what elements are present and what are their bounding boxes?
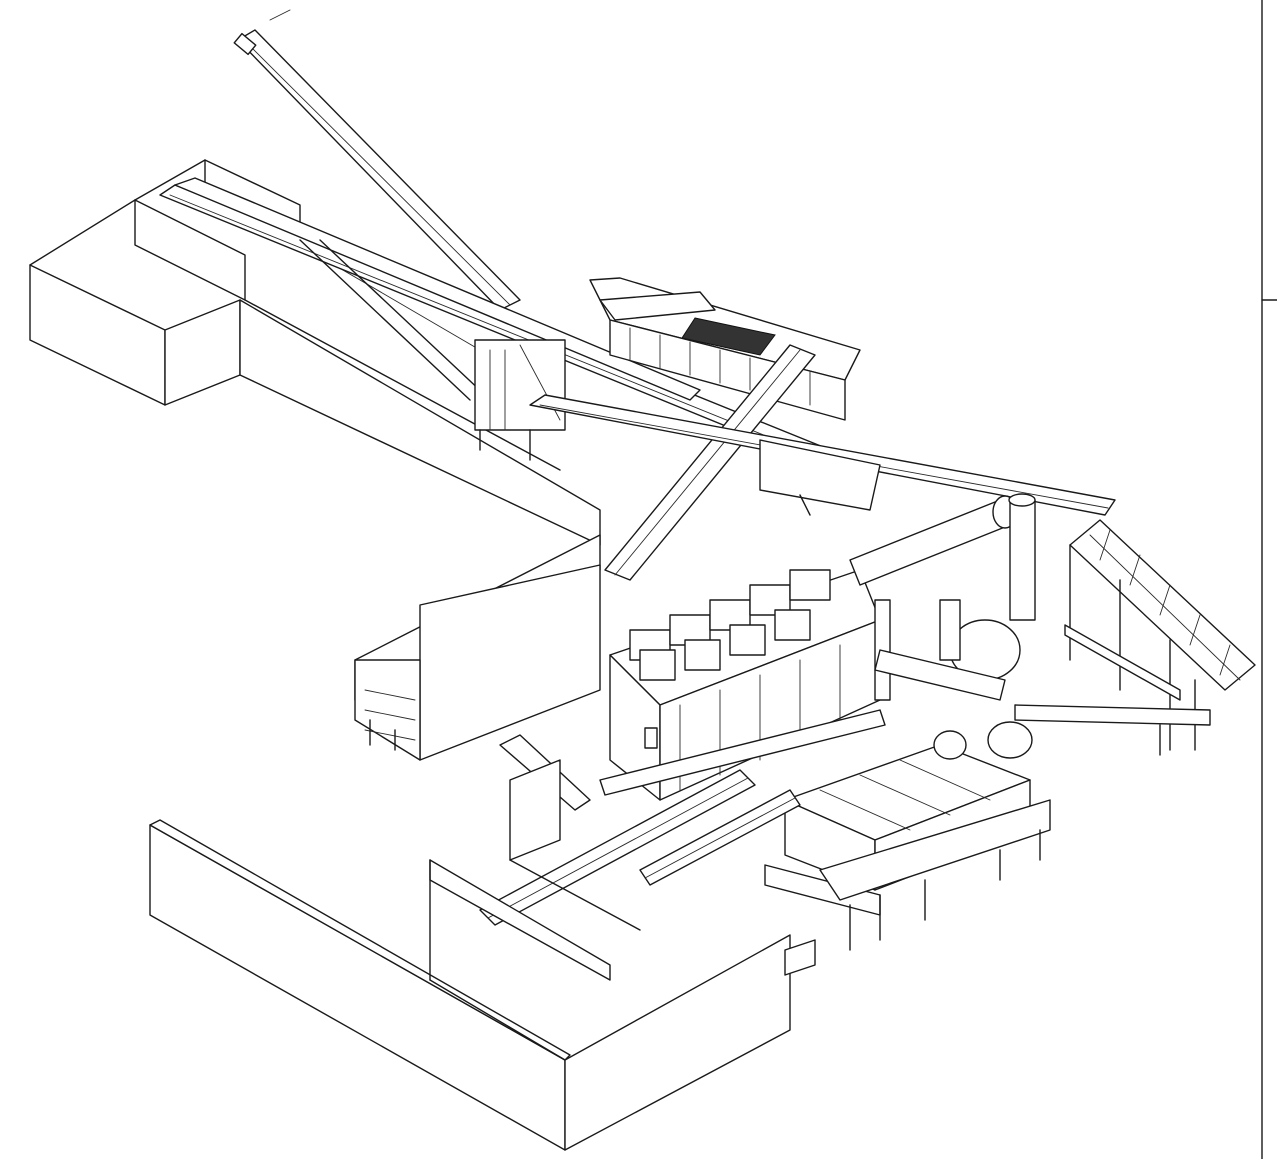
lower-discharge-conveyors: [479, 769, 801, 926]
lower-right-unit: [764, 721, 1051, 951]
cross-conveyor-right: [529, 394, 1116, 516]
incline-conveyor-top: [233, 9, 521, 311]
ductwork: [849, 493, 1036, 701]
right-inclined-screen: [1064, 519, 1256, 751]
bottom-bays: [149, 759, 816, 1151]
main-diagonal-conveyor: [604, 344, 816, 581]
left-bunker-wall: [354, 534, 601, 761]
central-processing-unit: [609, 569, 881, 801]
